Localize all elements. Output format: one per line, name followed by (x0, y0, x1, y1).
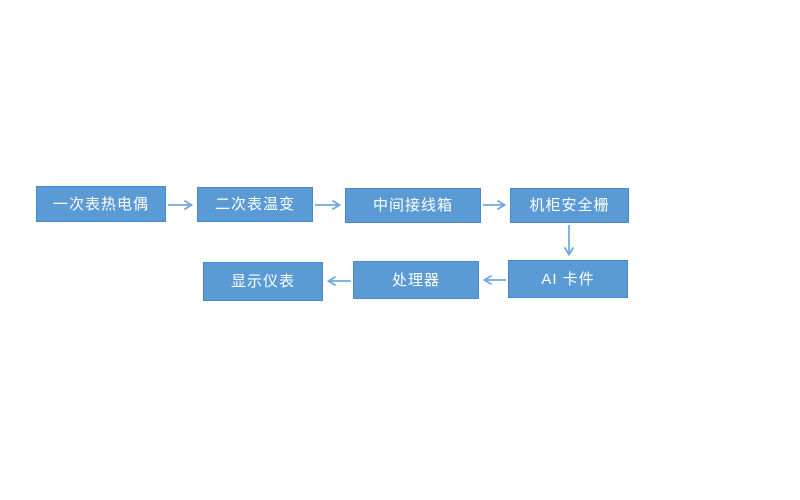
node-secondary-temp-transmitter: 二次表温变 (197, 187, 313, 222)
node-cabinet-safety-barrier: 机柜安全栅 (510, 188, 629, 223)
node-primary-thermocouple: 一次表热电偶 (36, 186, 166, 222)
node-ai-card: AI 卡件 (508, 260, 628, 298)
node-display-instrument: 显示仪表 (203, 262, 323, 301)
node-intermediate-junction-box: 中间接线箱 (345, 188, 481, 223)
node-processor: 处理器 (353, 261, 479, 299)
